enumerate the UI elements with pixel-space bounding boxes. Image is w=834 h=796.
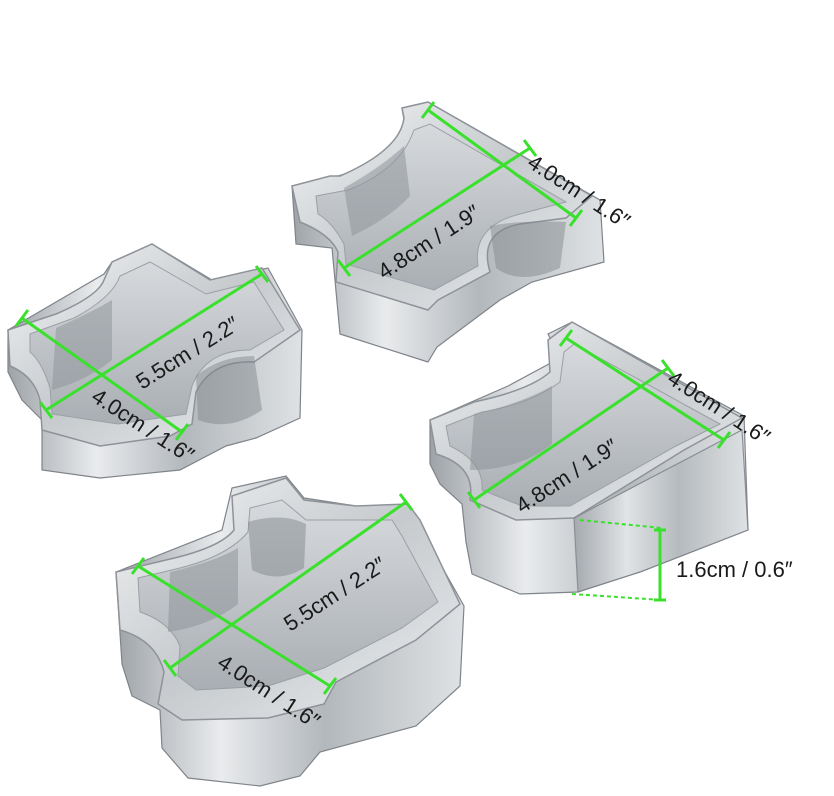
dimension-top-right-length — [336, 139, 538, 277]
cutter-bottom-left — [115, 475, 465, 787]
cutter-middle-right — [429, 321, 749, 595]
dimension-bottom-left-length — [162, 493, 414, 677]
dimension-bottom-left-width — [130, 557, 338, 695]
label-middle-right-height: 1.6cm / 0.6″ — [676, 557, 793, 582]
dimension-middle-right-length — [466, 359, 676, 509]
dimension-top-right-width — [420, 101, 584, 227]
dimension-middle-left-length — [38, 265, 270, 419]
cutter-middle-left — [7, 243, 303, 479]
dimension-middle-right-height — [571, 519, 666, 602]
dimension-middle-left-width — [14, 309, 190, 441]
dimension-middle-right-width — [558, 329, 732, 449]
